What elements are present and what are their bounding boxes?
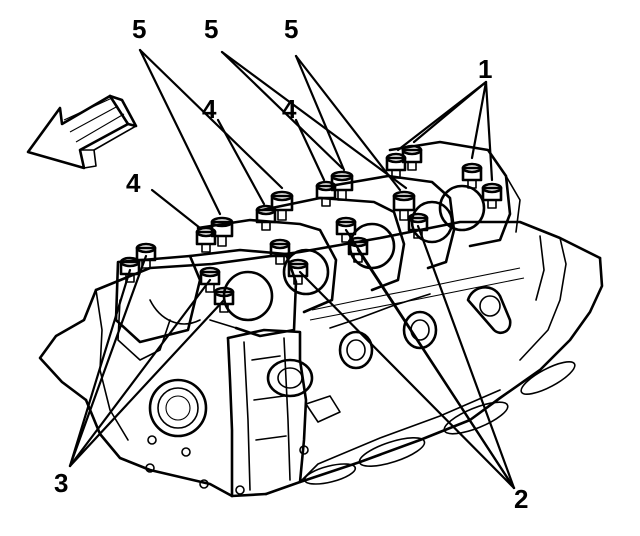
bolt-1d [481,182,503,209]
bolt-2e [269,238,291,265]
rail-bolt-heads [145,435,309,495]
front-direction-arrow-icon [26,94,138,170]
callout-2: 2 [514,484,528,514]
callout-4-right: 4 [282,94,297,124]
bolt-3d [213,286,235,313]
callout-5-left: 5 [132,14,146,44]
main-bearing-caps [114,140,521,344]
bolt-2a [287,258,309,285]
bolt-1b [401,144,423,171]
callout-5-middle: 5 [204,14,218,44]
bolt-group-2 [269,212,429,285]
bolt-5b [270,190,294,221]
callout-4-left: 4 [126,168,141,198]
bolt-group-3 [119,242,235,313]
bolt-3c [199,266,221,293]
bolt-5a [210,216,234,247]
callout-1: 1 [478,54,492,84]
callout-4-middle: 4 [202,94,217,124]
bolt-5c [330,170,354,201]
bolt-1c [461,162,483,189]
bolt-1a [385,152,407,179]
engine-block [38,220,604,498]
callout-labels: 5 5 5 1 4 4 4 3 2 [54,14,528,514]
bolt-group-5 [210,170,416,247]
bolt-4c [315,180,337,207]
bolt-group-1 [385,144,503,209]
callout-5-right: 5 [284,14,298,44]
bolt-5d [392,190,416,221]
bolt-4a [195,226,217,253]
callout-3: 3 [54,468,68,498]
bolt-group-4 [195,180,337,253]
leader-lines [68,48,516,490]
